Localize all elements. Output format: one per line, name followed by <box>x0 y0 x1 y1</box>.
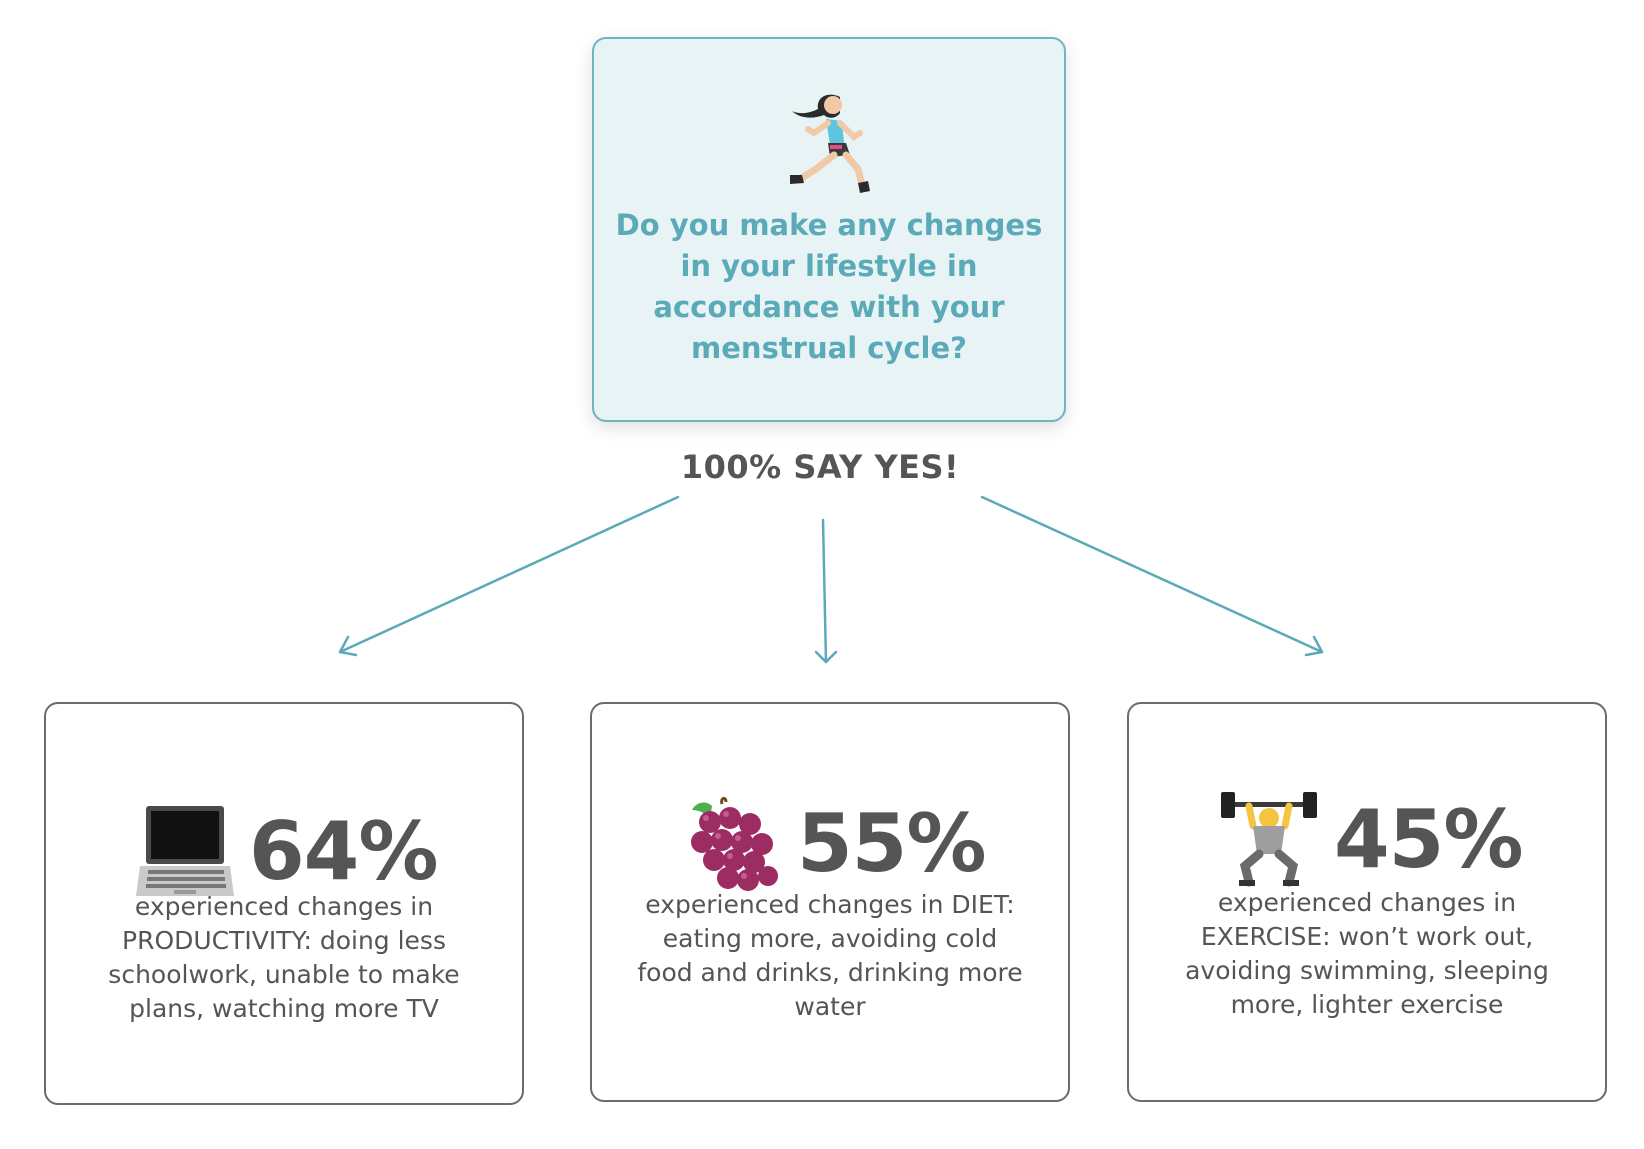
desc-line: EXERCISE: won’t work out, <box>1200 922 1534 951</box>
exercise-card: 45% experienced changes in EXERCISE: won… <box>1127 702 1607 1102</box>
woman-running-icon <box>790 94 870 193</box>
desc-line: more, lighter exercise <box>1230 990 1504 1019</box>
desc-line: food and drinks, drinking more <box>637 958 1023 987</box>
arrowhead-left <box>338 635 358 657</box>
desc-line: water <box>794 992 866 1021</box>
question-line: accordance with your <box>653 290 1005 324</box>
desc-line: experienced changes in <box>1217 888 1517 917</box>
desc-line: experienced changes in DIET: <box>645 890 1015 919</box>
desc-line: avoiding swimming, sleeping <box>1185 956 1549 985</box>
summary-label: 100% SAY YES! <box>680 448 960 486</box>
exercise-percent: 45% <box>1334 793 1523 886</box>
question-line: menstrual cycle? <box>691 331 967 365</box>
question-text: Do you make any changes in your lifestyl… <box>614 205 1044 369</box>
diet-card: 55% experienced changes in DIET: eating … <box>590 702 1070 1102</box>
productivity-description: experienced changes in PRODUCTIVITY: doi… <box>64 890 504 1026</box>
desc-line: eating more, avoiding cold <box>662 924 998 953</box>
arrow-right <box>980 495 1324 654</box>
question-line: in your lifestyle in <box>680 249 978 283</box>
productivity-card: 64% experienced changes in PRODUCTIVITY:… <box>44 702 524 1105</box>
question-line: Do you make any changes <box>615 208 1043 242</box>
arrowhead-right <box>1304 635 1324 657</box>
desc-line: schoolwork, unable to make <box>108 960 460 989</box>
productivity-percent: 64% <box>249 805 438 898</box>
desc-line: plans, watching more TV <box>129 994 439 1023</box>
question-box: Do you make any changes in your lifestyl… <box>592 37 1066 422</box>
desc-line: PRODUCTIVITY: doing less <box>122 926 446 955</box>
arrow-center <box>821 518 828 664</box>
grapes-icon <box>691 796 778 891</box>
diet-description: experienced changes in DIET: eating more… <box>610 888 1050 1024</box>
weight-lifter-icon <box>1221 792 1317 887</box>
desc-line: experienced changes in <box>134 892 434 921</box>
diet-percent: 55% <box>797 797 986 890</box>
laptop-icon <box>136 806 234 896</box>
arrow-left <box>338 495 680 654</box>
arrowhead-center <box>814 650 838 664</box>
exercise-description: experienced changes in EXERCISE: won’t w… <box>1147 886 1587 1022</box>
